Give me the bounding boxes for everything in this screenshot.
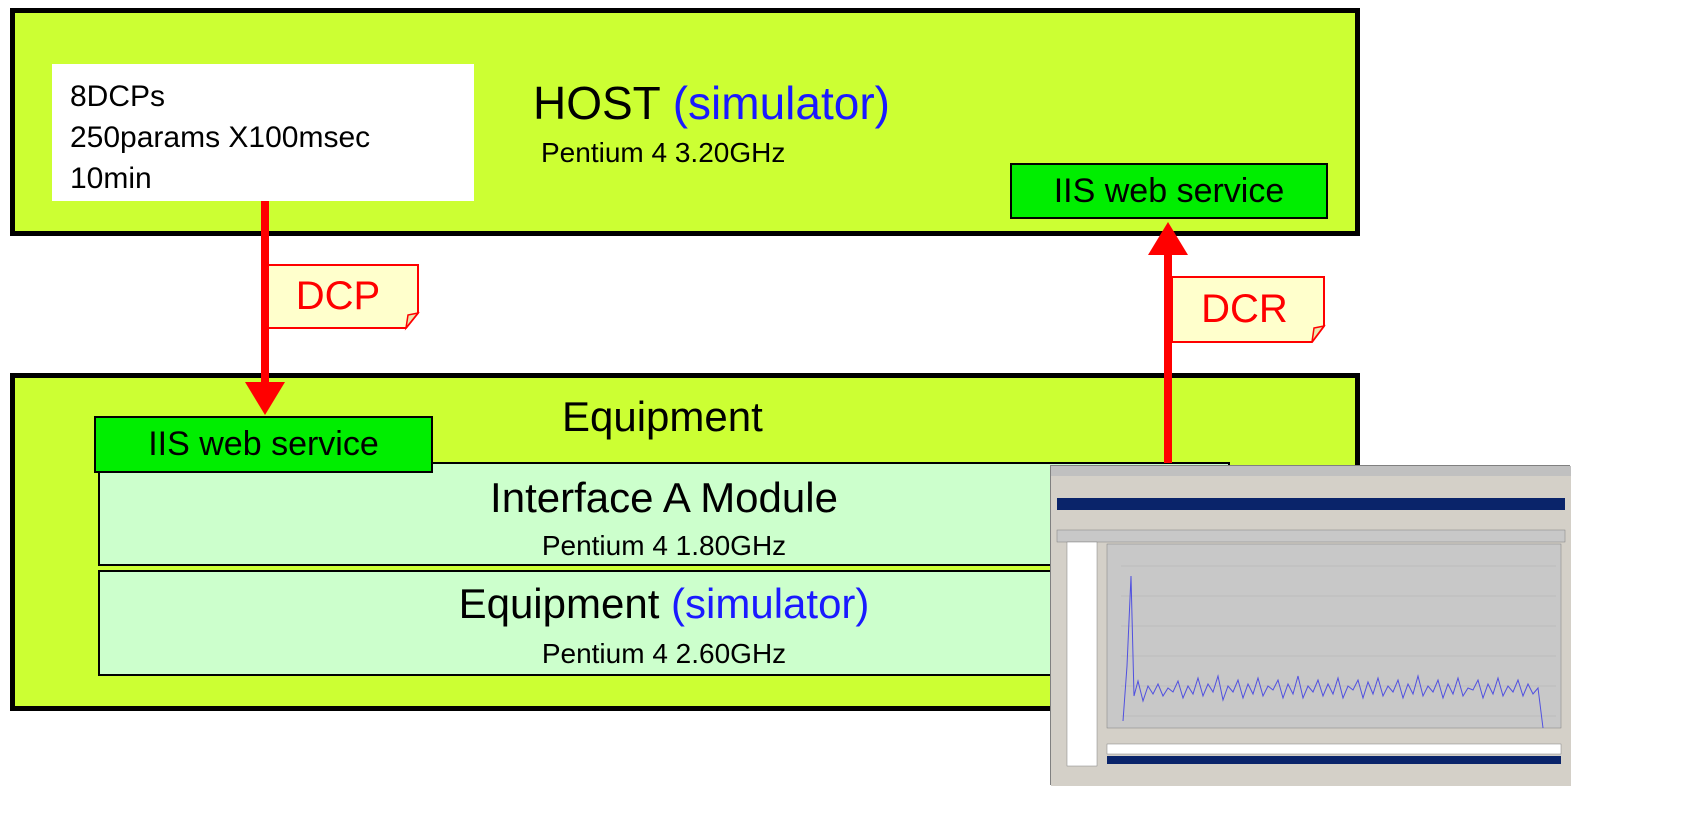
tree-pane xyxy=(1066,541,1098,767)
note-line-3: 10min xyxy=(70,162,152,195)
host-title-suffix: (simulator) xyxy=(672,77,890,129)
equipment-simulator-cpu: Pentium 4 2.60GHz xyxy=(541,638,787,669)
dcp-arrowhead xyxy=(245,382,285,415)
equipment-simulator-title: Equipment (simulator) xyxy=(100,580,1228,628)
interface-module-title: Interface A Module xyxy=(490,474,838,521)
performance-monitor-window xyxy=(1051,466,1571,786)
equipment-simulator-title-text: Equipment xyxy=(458,580,660,627)
parameters-note: 8DCPs 250params X100msec 10min xyxy=(52,64,474,201)
dcr-arrowhead xyxy=(1148,222,1188,255)
host-cpu: Pentium 4 3.20GHz xyxy=(541,137,786,168)
dcp-label: DCP xyxy=(295,274,381,318)
equipment-iis-web-service: IIS web service xyxy=(94,416,433,473)
equipment-title: Equipment xyxy=(562,393,763,440)
equipment-simulator-title-suffix: (simulator) xyxy=(671,580,870,627)
graph-area xyxy=(1106,543,1562,729)
dcr-label: DCR xyxy=(1201,287,1288,331)
interface-module-cpu: Pentium 4 1.80GHz xyxy=(541,530,787,561)
host-title-text: HOST xyxy=(533,77,660,129)
equipment-simulator-box: Equipment (simulator) Pentium 4 2.60GHz xyxy=(98,570,1230,676)
performance-monitor-screenshot xyxy=(1050,465,1571,786)
note-line-1: 8DCPs xyxy=(70,80,166,113)
host-iis-web-service: IIS web service xyxy=(1010,163,1328,219)
host-title: HOST (simulator) xyxy=(533,76,890,130)
selected-counter-row xyxy=(1107,756,1561,764)
window-titlebar xyxy=(1057,498,1565,510)
interface-module-box: Interface A Module Pentium 4 1.80GHz xyxy=(98,462,1230,566)
note-line-2: 250params X100msec xyxy=(70,121,371,154)
